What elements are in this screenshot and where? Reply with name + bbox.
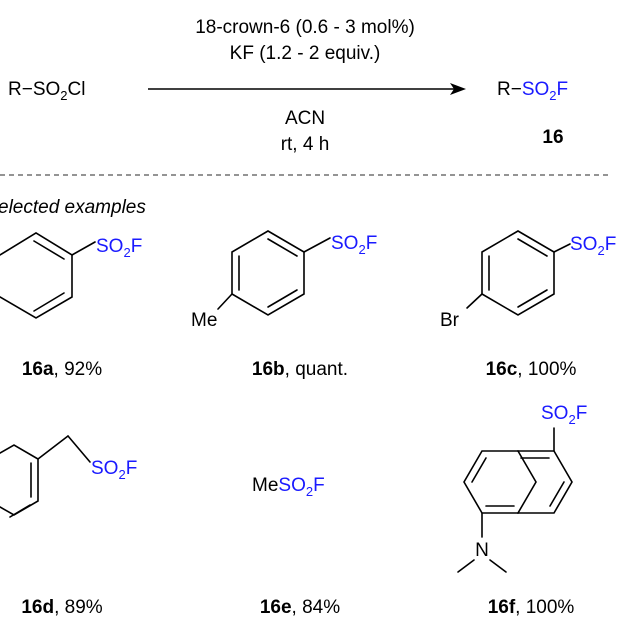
- example-label-16b: 16b, quant.: [252, 359, 348, 380]
- example-label-16e: 16e, 84%: [260, 597, 340, 618]
- condition-catalyst: 18-crown-6 (0.6 - 3 mol%): [195, 17, 415, 38]
- reaction-arrowhead: [450, 83, 466, 95]
- example-label-16d: 16d, 89%: [21, 597, 102, 618]
- structure-16c: SO2F Br: [440, 230, 616, 331]
- condition-temp-time: rt, 4 h: [281, 134, 330, 155]
- condition-reagent: KF (1.2 - 2 equiv.): [230, 43, 381, 64]
- example-label-16a: 16a, 92%: [22, 359, 102, 380]
- example-label-16c: 16c, 100%: [486, 359, 577, 380]
- methanesulfonyl-fluoride: MeSO2F: [252, 475, 325, 499]
- methyl-group: Me: [191, 310, 217, 331]
- structure-16e: MeSO2F: [252, 475, 325, 499]
- reactant: R−SO2Cl: [8, 79, 85, 103]
- section-title: elected examples: [0, 197, 146, 218]
- condition-solvent: ACN: [285, 108, 325, 129]
- bromo-group: Br: [440, 310, 460, 331]
- sulfonyl-fluoride-group: SO2F: [570, 234, 616, 258]
- sulfonyl-fluoride-group: SO2F: [331, 233, 377, 257]
- sulfonyl-fluoride-group: SO2F: [96, 236, 142, 260]
- product: R−SO2F: [497, 79, 568, 103]
- reaction-equation: R−SO2Cl 18-crown-6 (0.6 - 3 mol%) KF (1.…: [8, 17, 568, 155]
- example-label-16f: 16f, 100%: [488, 597, 575, 618]
- structure-16f: SO2F N: [457, 403, 587, 573]
- structure-16a: SO2F: [0, 232, 142, 319]
- product-number: 16: [542, 127, 563, 148]
- dimethylamino-nitrogen: N: [475, 540, 489, 561]
- sulfonyl-fluoride-group: SO2F: [91, 458, 137, 482]
- structure-16d: SO2F: [0, 435, 137, 518]
- structure-16b: SO2F Me: [191, 230, 377, 331]
- sulfonyl-fluoride-group: SO2F: [541, 403, 587, 427]
